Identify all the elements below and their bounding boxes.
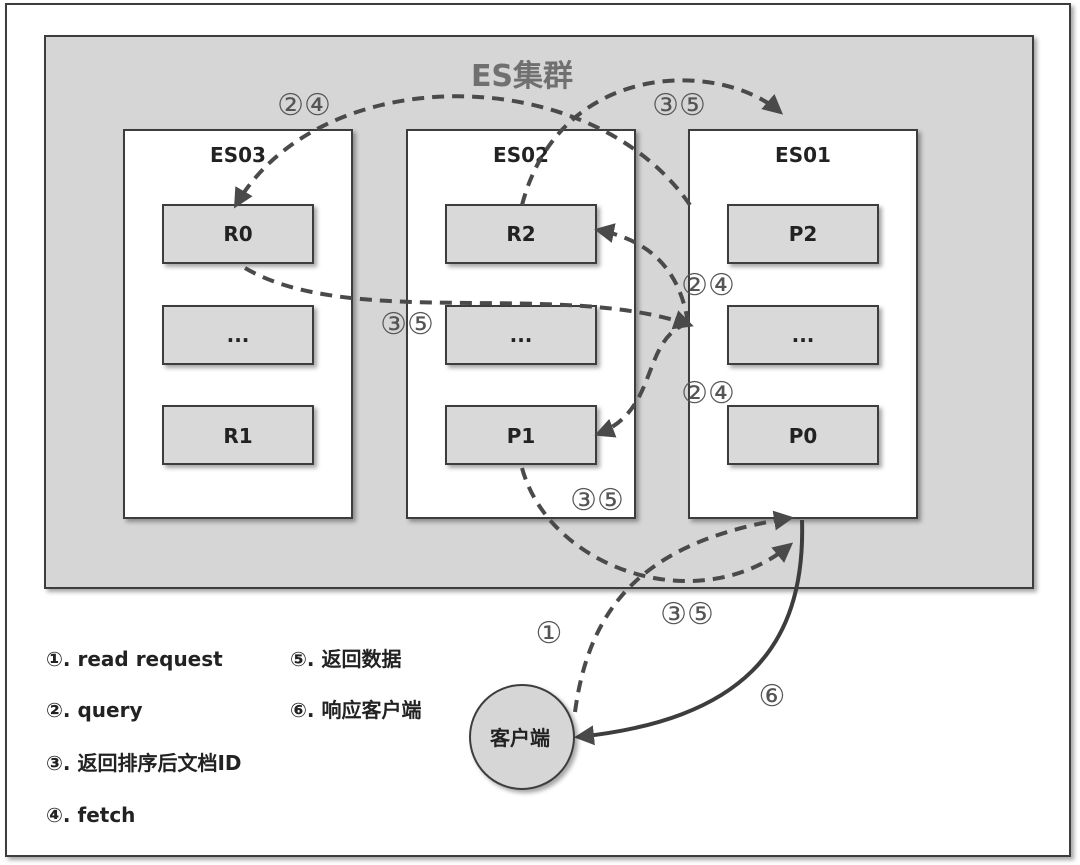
shard-label: P0 (789, 424, 818, 448)
client-label: 客户端 (489, 726, 550, 750)
step-label-35-low: ③⑤ (570, 483, 624, 518)
shard-label: R0 (223, 222, 252, 246)
arrow-r2-to-es01-return (520, 78, 784, 206)
shard-label: R1 (223, 424, 252, 448)
legend-item-3: ③. 返回排序后文档ID (46, 751, 242, 775)
arrow-es01-to-r0-query (233, 94, 692, 209)
cluster-title: ES集群 (471, 59, 573, 94)
shard-label: P2 (789, 222, 818, 246)
node-es03: ES03 R0 ... R1 (123, 129, 353, 519)
legend-item-1: ①. read request (46, 647, 223, 671)
shard-r2: R2 (445, 204, 597, 264)
node-title: ES03 (210, 143, 266, 167)
shard-label: ... (792, 323, 815, 347)
shard-p1: P1 (445, 405, 597, 465)
shard-ellipsis: ... (162, 305, 314, 365)
step-labels: ②④ ③⑤ ②④ ③⑤ ②④ ③⑤ ③⑤ ① ⑥ (277, 88, 785, 714)
step-label-35-mid: ③⑤ (380, 307, 434, 342)
legend-item-4: ④. fetch (46, 803, 135, 827)
shard-p2: P2 (727, 204, 879, 264)
shard-p0: P0 (727, 405, 879, 465)
node-es02: ES02 R2 ... P1 (406, 129, 636, 519)
step-label-24-mid-b: ②④ (681, 376, 735, 411)
shard-ellipsis: ... (727, 305, 879, 365)
arrow-es01-to-p1-query (594, 321, 689, 438)
arrow-es01-to-r2-query (594, 223, 690, 324)
legend: ①. read request ②. query ③. 返回排序后文档ID ④.… (46, 647, 422, 827)
shard-r0: R0 (162, 204, 314, 264)
step-label-6: ⑥ (759, 679, 786, 714)
shard-label: R2 (506, 222, 535, 246)
arrow-es01-to-client-response (574, 519, 805, 746)
step-label-24-mid-a: ②④ (681, 268, 735, 303)
legend-item-6: ⑥. 响应客户端 (290, 698, 422, 722)
shard-label: ... (227, 323, 250, 347)
step-label-35-top: ③⑤ (652, 88, 706, 123)
arrow-p1-to-es01-return (520, 467, 794, 583)
arrow-client-to-es01-request (573, 510, 794, 713)
flow-arrows (233, 78, 794, 713)
client-node: 客户端 (469, 684, 575, 790)
node-title: ES01 (775, 143, 831, 167)
legend-item-2: ②. query (46, 698, 143, 722)
step-label-1: ① (536, 616, 563, 651)
shard-ellipsis: ... (445, 305, 597, 365)
legend-item-5: ⑤. 返回数据 (290, 647, 402, 671)
shard-label: P1 (507, 424, 536, 448)
step-label-35-bottom: ③⑤ (660, 597, 714, 632)
shard-label: ... (510, 323, 533, 347)
node-es01: ES01 P2 ... P0 (688, 129, 918, 519)
step-label-24-top: ②④ (277, 88, 331, 123)
shard-r1: R1 (162, 405, 314, 465)
node-title: ES02 (493, 143, 549, 167)
